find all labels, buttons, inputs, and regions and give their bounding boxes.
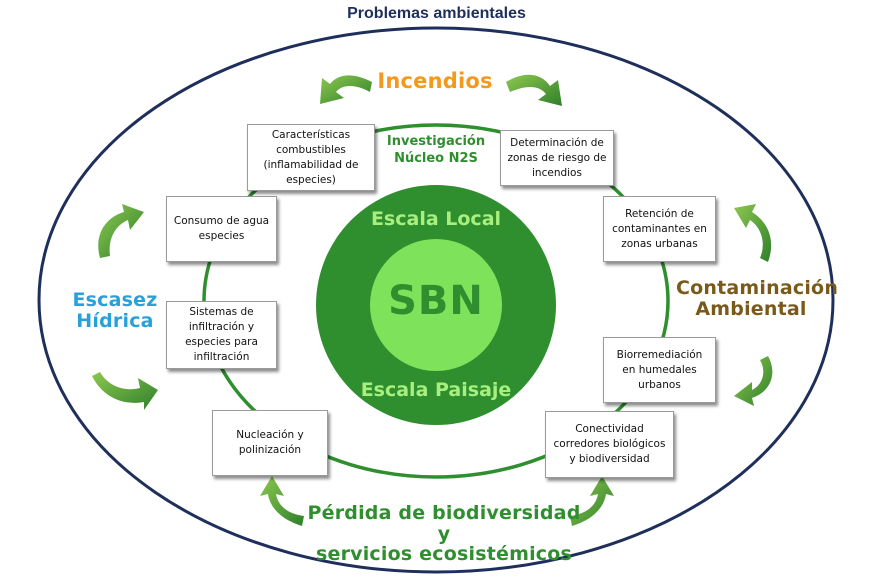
box-nucleacion-text: Nucleación y polinización <box>236 429 304 456</box>
arrow-bottom-right <box>570 476 614 526</box>
label-investigacion: Investigación Núcleo N2S <box>386 134 486 166</box>
box-retencion: Retención de contaminantes en zonas urba… <box>603 196 716 262</box>
box-nucleacion: Nucleación y polinización <box>212 410 328 476</box>
box-caracteristicas: Características combustibles (inflamabil… <box>247 124 375 191</box>
box-sistemas: Sistemas de infiltración y especies para… <box>166 301 277 369</box>
diagram-title: Problemas ambientales <box>347 5 526 22</box>
box-determinacion: Determinación de zonas de riesgo de ince… <box>500 130 614 186</box>
box-sistemas-text: Sistemas de infiltración y especies para… <box>185 306 258 363</box>
arrow-right-lower <box>734 356 773 406</box>
label-contaminacion: Contaminación Ambiental <box>676 277 839 320</box>
arrow-right-upper <box>734 204 772 262</box>
label-escala-local: Escala Local <box>370 208 502 230</box>
box-biorremediacion-text: Biorremediación en humedales urbanos <box>616 348 703 391</box>
arrow-left-lower <box>92 372 158 410</box>
label-escala-paisaje: Escala Paisaje <box>360 379 512 401</box>
arrow-left-upper <box>98 204 144 258</box>
box-caracteristicas-text: Características combustibles (inflamabil… <box>263 128 359 186</box>
box-consumo-text: Consumo de agua especies <box>173 215 270 242</box>
box-retencion-text: Retención de contaminantes en zonas urba… <box>612 207 707 250</box>
label-incendios: Incendios <box>377 69 493 93</box>
label-escasez: Escasez Hídrica <box>72 289 158 332</box>
arrow-top-right <box>506 74 562 106</box>
box-conectividad-text: Conectividad corredores biológicos y bio… <box>553 423 666 465</box>
arrow-top-left <box>320 75 372 104</box>
curved-arrows <box>92 74 773 526</box>
label-perdida: Pérdida de biodiversidad y servicios eco… <box>307 502 581 566</box>
box-conectividad: Conectividad corredores biológicos y bio… <box>545 411 674 478</box>
label-sbn: SBN <box>388 278 484 324</box>
box-biorremediacion: Biorremediación en humedales urbanos <box>603 337 716 403</box>
box-determinacion-text: Determinación de zonas de riesgo de ince… <box>507 136 607 179</box>
arrow-bottom-left <box>260 476 304 526</box>
box-consumo: Consumo de agua especies <box>166 196 277 262</box>
outer-ellipse <box>37 26 835 574</box>
center-inner-disc <box>370 239 502 371</box>
